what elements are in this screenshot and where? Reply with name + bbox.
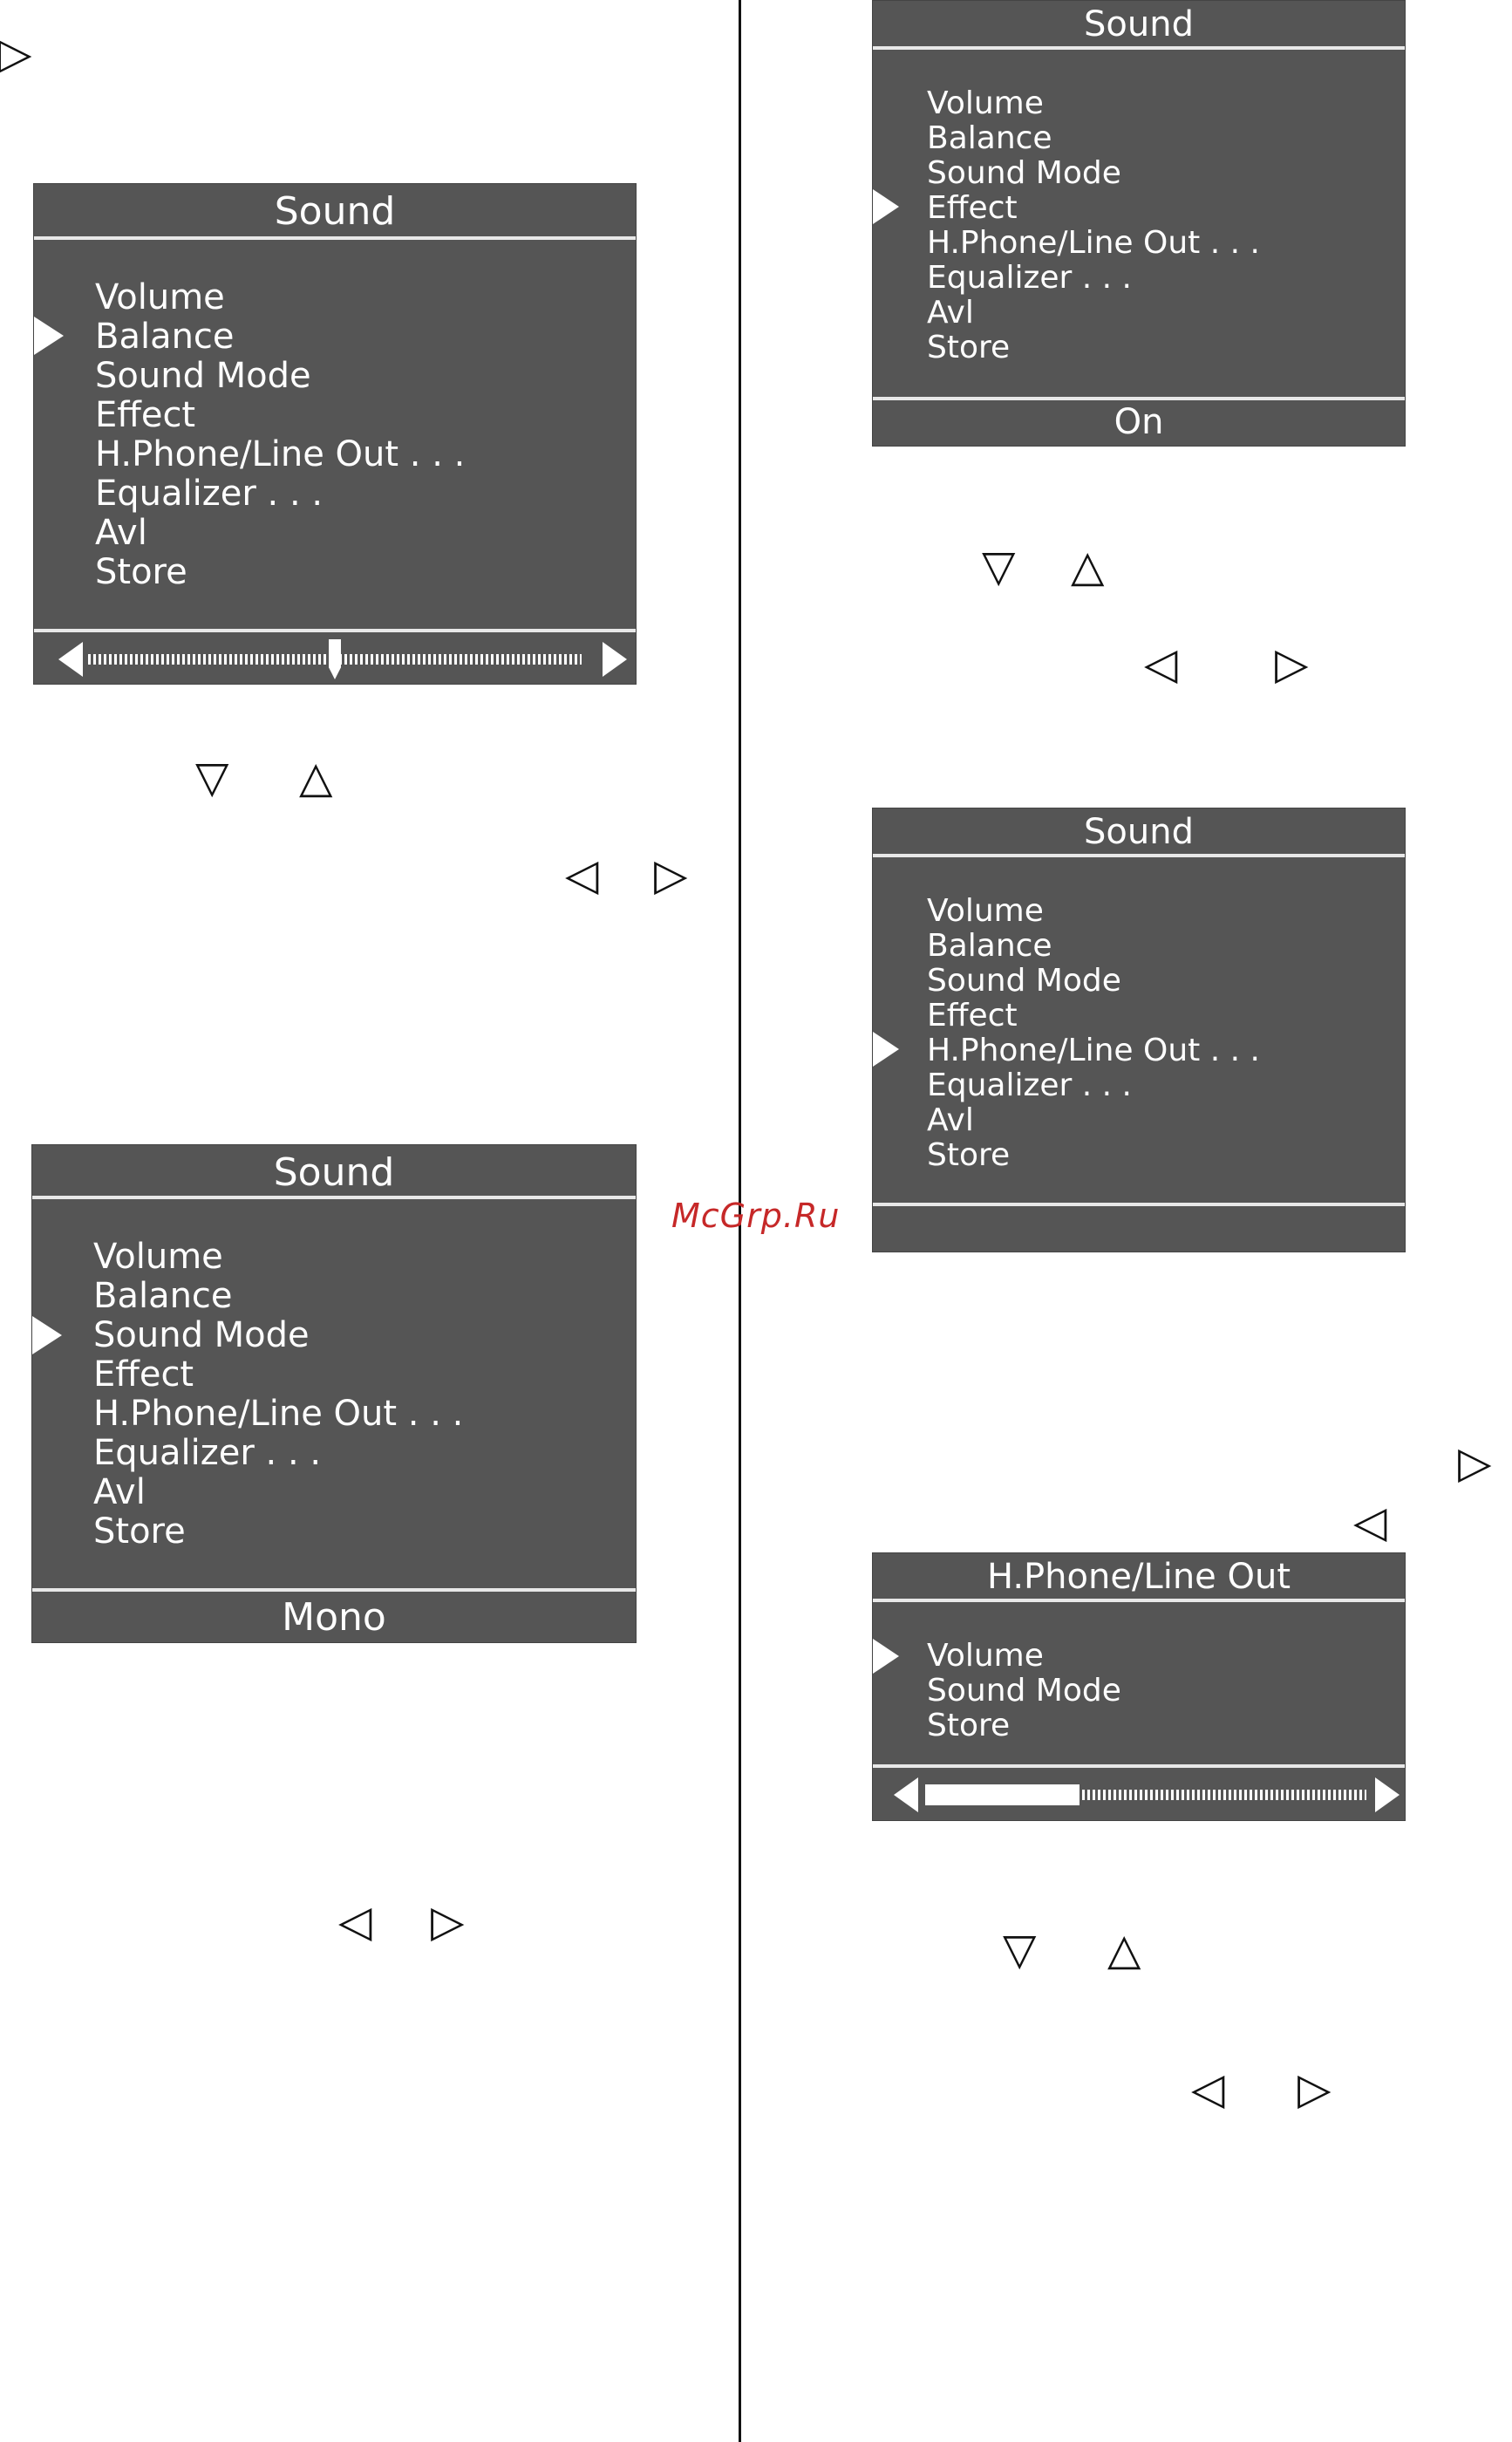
menu-item-hphone-line-out[interactable]: H.Phone/Line Out . . . [93, 1394, 464, 1434]
menu-item-equalizer[interactable]: Equalizer . . . [95, 474, 324, 514]
effect-value: On [1114, 402, 1164, 442]
volume-slider[interactable] [873, 1770, 1405, 1820]
menu-item-avl[interactable]: Avl [93, 1472, 146, 1512]
menu-item-balance[interactable]: Balance [927, 928, 1052, 964]
sound-menu-hphone-panel: Sound Volume Balance Sound Mode Effect H… [872, 808, 1406, 1252]
submenu-item-store[interactable]: Store [927, 1708, 1011, 1743]
menu-item-hphone-line-out[interactable]: H.Phone/Line Out . . . [927, 225, 1260, 261]
menu-item-volume[interactable]: Volume [95, 277, 225, 317]
right-key-icon: ▷ [431, 1896, 465, 1947]
right-key-icon: ▷ [1297, 2063, 1332, 2114]
title-divider [32, 1196, 636, 1199]
up-key-icon: △ [1107, 1924, 1141, 1975]
menu-item-volume[interactable]: Volume [927, 85, 1044, 121]
slider-right-arrow-icon[interactable] [603, 641, 627, 677]
balance-slider[interactable] [34, 634, 636, 684]
title-divider [34, 236, 636, 240]
menu-item-sound-mode[interactable]: Sound Mode [95, 356, 311, 396]
menu-item-equalizer[interactable]: Equalizer . . . [927, 1068, 1132, 1103]
down-key-icon: ▽ [982, 541, 1016, 591]
menu-item-volume[interactable]: Volume [927, 893, 1044, 929]
right-key-icon: ▷ [1458, 1437, 1492, 1488]
up-key-icon: △ [1071, 541, 1105, 591]
menu-item-volume[interactable]: Volume [93, 1237, 223, 1277]
right-key-icon: ▷ [654, 849, 688, 900]
menu-item-store[interactable]: Store [93, 1511, 186, 1552]
sound-menu-sound-mode-panel: Sound Volume Balance Sound Mode Effect H… [31, 1144, 637, 1643]
footer-divider [873, 1203, 1405, 1206]
left-key-icon: ◁ [1191, 2063, 1225, 2114]
sound-menu-effect-panel: Sound Volume Balance Sound Mode Effect H… [872, 0, 1406, 447]
menu-list: Volume Balance Sound Mode Effect H.Phone… [95, 278, 465, 592]
menu-item-effect[interactable]: Effect [95, 395, 196, 435]
panel-title: Sound [1084, 812, 1194, 852]
menu-item-equalizer[interactable]: Equalizer . . . [927, 260, 1132, 296]
title-divider [873, 46, 1405, 50]
panel-title: Sound [1084, 4, 1194, 44]
submenu-item-volume[interactable]: Volume [927, 1638, 1044, 1674]
slider-right-arrow-icon[interactable] [1375, 1777, 1400, 1812]
menu-item-hphone-line-out[interactable]: H.Phone/Line Out . . . [927, 1033, 1260, 1068]
down-key-icon: ▽ [195, 752, 229, 802]
menu-item-effect[interactable]: Effect [93, 1354, 194, 1395]
footer-divider [873, 397, 1405, 400]
menu-item-sound-mode[interactable]: Sound Mode [927, 963, 1121, 999]
down-key-icon: ▽ [1003, 1924, 1037, 1975]
panel-title: Sound [273, 1150, 395, 1195]
menu-list: Volume Sound Mode Store [927, 1639, 1121, 1743]
sound-menu-balance-panel: Sound Volume Balance Sound Mode Effect H… [33, 183, 637, 685]
menu-item-avl[interactable]: Avl [927, 1102, 974, 1138]
menu-item-balance[interactable]: Balance [93, 1276, 233, 1316]
slider-left-arrow-icon[interactable] [58, 641, 83, 677]
selection-cursor-icon [34, 317, 64, 355]
menu-item-equalizer[interactable]: Equalizer . . . [93, 1433, 322, 1473]
menu-item-store[interactable]: Store [927, 330, 1011, 365]
menu-item-avl[interactable]: Avl [927, 295, 974, 331]
selection-cursor-icon [873, 1639, 899, 1674]
menu-list: Volume Balance Sound Mode Effect H.Phone… [927, 894, 1260, 1173]
left-key-icon: ◁ [1353, 1497, 1387, 1547]
up-key-icon: △ [299, 752, 333, 802]
panel-title: H.Phone/Line Out [986, 1557, 1291, 1597]
panel-title: Sound [274, 189, 396, 234]
selection-cursor-icon [32, 1316, 62, 1354]
selection-cursor-icon [873, 189, 899, 224]
left-key-icon: ◁ [565, 849, 599, 900]
menu-list: Volume Balance Sound Mode Effect H.Phone… [927, 86, 1260, 365]
title-divider [873, 854, 1405, 857]
footer-divider [873, 1764, 1405, 1768]
menu-item-effect[interactable]: Effect [927, 190, 1018, 226]
footer-divider [34, 629, 636, 632]
menu-item-effect[interactable]: Effect [927, 998, 1018, 1033]
menu-item-store[interactable]: Store [927, 1137, 1011, 1173]
column-divider [739, 0, 741, 2442]
submenu-item-sound-mode[interactable]: Sound Mode [927, 1673, 1121, 1709]
menu-item-balance[interactable]: Balance [927, 120, 1052, 156]
slider-fill [925, 1784, 1080, 1805]
right-key-icon: ▷ [1275, 638, 1309, 689]
slider-left-arrow-icon[interactable] [894, 1777, 918, 1812]
menu-item-hphone-line-out[interactable]: H.Phone/Line Out . . . [95, 434, 466, 474]
selection-cursor-icon [873, 1032, 899, 1067]
right-key-icon: ▷ [0, 28, 32, 78]
menu-item-balance[interactable]: Balance [95, 317, 235, 357]
menu-item-store[interactable]: Store [95, 552, 187, 592]
menu-list: Volume Balance Sound Mode Effect H.Phone… [93, 1238, 463, 1552]
left-key-icon: ◁ [1144, 638, 1178, 689]
slider-knob[interactable] [329, 639, 341, 679]
menu-item-avl[interactable]: Avl [95, 513, 147, 553]
watermark: McGrp.Ru [671, 1197, 841, 1235]
hphone-line-out-submenu-panel: H.Phone/Line Out Volume Sound Mode Store [872, 1552, 1406, 1821]
menu-item-sound-mode[interactable]: Sound Mode [93, 1315, 310, 1355]
footer-divider [32, 1588, 636, 1592]
hphone-footer [873, 1204, 1405, 1252]
left-key-icon: ◁ [338, 1896, 372, 1947]
title-divider [873, 1599, 1405, 1602]
menu-item-sound-mode[interactable]: Sound Mode [927, 155, 1121, 191]
sound-mode-value: Mono [282, 1595, 386, 1640]
